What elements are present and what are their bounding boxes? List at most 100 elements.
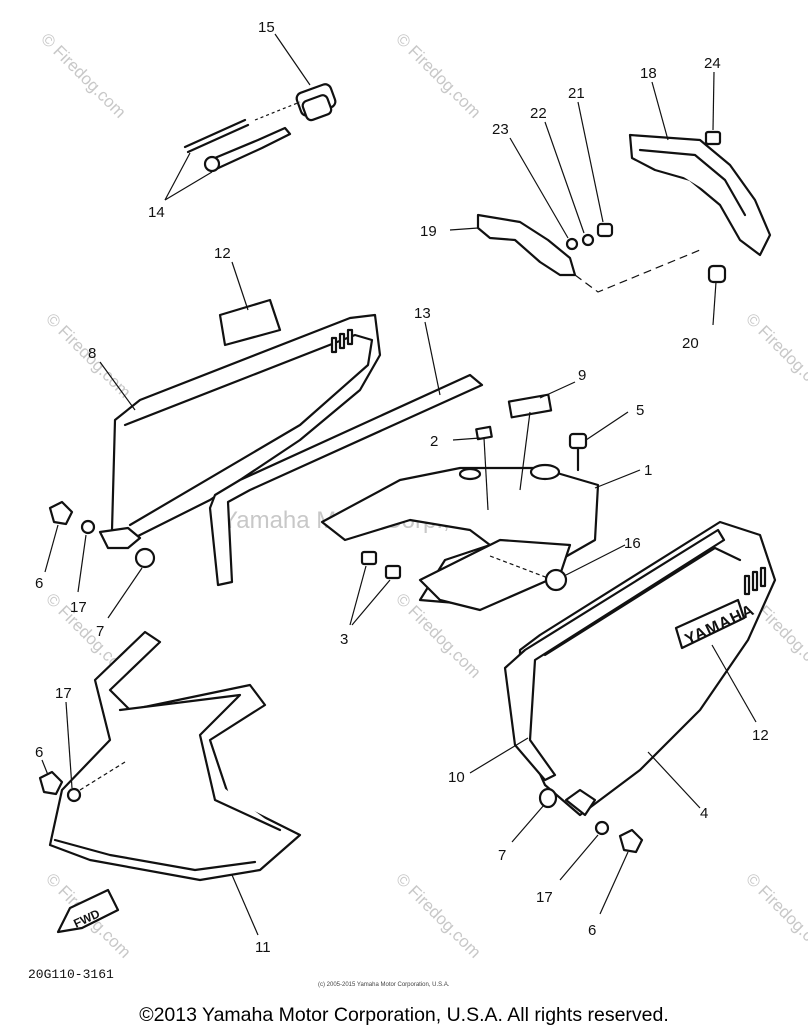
leader-5	[585, 411, 629, 441]
part-19-bracket	[476, 213, 577, 277]
callout-13: 13	[414, 305, 431, 322]
part-11-inner-a	[118, 693, 282, 832]
part-17-washer-lower	[66, 787, 82, 803]
leader-10	[469, 737, 529, 774]
callout-17-right: 17	[536, 889, 553, 906]
part-14-rod-b	[186, 123, 250, 154]
leader-14a	[164, 171, 213, 201]
leader-9	[539, 381, 576, 399]
callout-11: 11	[255, 939, 271, 956]
part-8-tab	[98, 526, 142, 550]
leader-4	[647, 751, 701, 809]
callout-19: 19	[420, 223, 437, 240]
callout-3: 3	[340, 631, 348, 648]
drawing-code: 20G110-3161	[28, 967, 114, 982]
left-fasteners-upper	[44, 500, 156, 619]
callout-10: 10	[448, 769, 465, 786]
leader-9-down	[519, 411, 531, 491]
leader-1	[594, 469, 641, 489]
callout-5: 5	[636, 402, 644, 419]
part-14-rod	[183, 118, 247, 149]
small-copyright: (c) 2005-2015 Yamaha Motor Corporation, …	[318, 982, 450, 988]
part-8-assembly	[99, 261, 382, 542]
part-6-bolt-lower	[38, 770, 64, 796]
part-7-grommet-upper	[134, 547, 156, 569]
part-3-assembly	[349, 550, 402, 626]
part-10-trim	[503, 528, 726, 782]
part-18-assembly	[628, 71, 772, 326]
leader-6-upper	[44, 524, 59, 573]
callout-14: 14	[148, 204, 165, 221]
callout-20: 20	[682, 335, 699, 352]
leader-12-right	[711, 644, 757, 723]
leader-19	[449, 227, 479, 231]
part-13-assembly	[208, 321, 484, 587]
part-bracket-assembly	[449, 101, 701, 293]
callout-23: 23	[492, 121, 509, 138]
part-4-inner	[543, 546, 742, 657]
part-22-washer	[581, 233, 595, 247]
part-4-slot-2	[751, 570, 759, 592]
part-14-key	[208, 126, 292, 172]
callout-16: 16	[624, 535, 641, 552]
part-1-grommet-b	[458, 467, 482, 481]
part-9-label	[507, 393, 553, 419]
part-8-inner	[123, 333, 374, 527]
part-21-bolt	[596, 222, 614, 238]
part-4-slot-1	[743, 574, 751, 596]
leader-8	[99, 361, 136, 411]
fwd-arrow-shape	[56, 888, 120, 934]
leader-3a	[349, 565, 367, 626]
part-8-slot-2	[338, 332, 346, 350]
part-11-cover	[48, 630, 302, 882]
callout-15: 15	[258, 19, 275, 36]
part-7-grommet-lower	[538, 787, 558, 809]
part-1-assembly	[320, 381, 641, 612]
part-18-detail	[638, 148, 747, 217]
part-15-lock-body	[301, 94, 333, 122]
leader-17-upper	[77, 534, 87, 593]
part-4-tab	[564, 788, 597, 817]
part-1-grommet-a	[529, 463, 561, 481]
right-fasteners	[511, 787, 644, 915]
leader-20	[712, 281, 717, 326]
part-11-inner-b	[53, 838, 257, 872]
part-14-key-head	[203, 155, 221, 173]
part-3-grommet-a	[360, 550, 378, 566]
part-3-grommet-b	[384, 564, 402, 580]
callout-18: 18	[640, 65, 657, 82]
part-12-emblem-right	[674, 598, 746, 650]
callout-6-upper: 6	[35, 575, 43, 592]
part-5-bolt	[568, 432, 588, 450]
watermark-4: © Firedog.com	[742, 309, 808, 401]
part-11-assembly	[48, 630, 302, 936]
callout-21: 21	[568, 85, 585, 102]
leader-2-down	[483, 437, 489, 511]
part-2-label	[475, 425, 493, 441]
leader-2	[452, 437, 481, 441]
callout-17-upper: 17	[70, 599, 87, 616]
callout-24: 24	[704, 55, 721, 72]
watermark-9: © Firedog.com	[392, 869, 484, 961]
callout-4: 4	[700, 805, 708, 822]
part-8-slot-1	[330, 336, 338, 354]
leader-hidden-bracket	[574, 249, 701, 293]
callout-8: 8	[88, 345, 96, 362]
part-17-washer-right	[594, 820, 610, 836]
leader-6-lower	[41, 759, 49, 776]
left-fasteners-lower	[38, 701, 126, 803]
part-8-slot-3	[346, 328, 354, 346]
part-13-strip	[208, 373, 484, 587]
leader-13	[424, 321, 441, 396]
watermark-2: © Firedog.com	[392, 29, 484, 121]
part-6-bolt-right	[618, 828, 644, 854]
callout-17-lower: 17	[55, 685, 72, 702]
callout-2: 2	[430, 433, 438, 450]
part-24-nut	[704, 130, 722, 146]
leader-7-upper	[107, 567, 143, 619]
callout-7-upper: 7	[96, 623, 104, 640]
leader-7-lower	[511, 804, 545, 843]
part-20-bolt	[707, 264, 727, 284]
leader-22	[544, 121, 585, 234]
leader-16	[565, 544, 626, 576]
